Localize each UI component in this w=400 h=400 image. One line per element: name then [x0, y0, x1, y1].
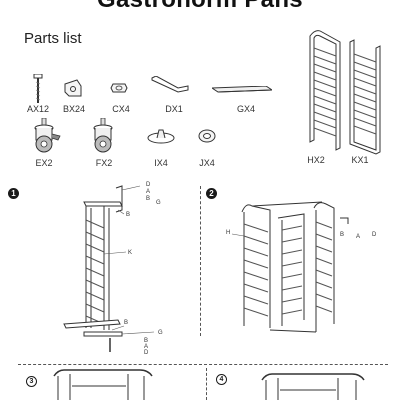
side-frame-icon — [348, 38, 384, 156]
bolt-icon — [32, 74, 44, 104]
section-divider — [18, 364, 388, 365]
callout-label: B — [124, 320, 129, 326]
callout-label: D — [146, 182, 151, 188]
step-1-illustration — [60, 180, 170, 356]
callout-label: A — [356, 234, 361, 240]
part-label: DX1 — [165, 104, 183, 114]
part-label: BX24 — [62, 104, 86, 114]
part-label: AX12 — [26, 104, 50, 114]
part-label: HX2 — [307, 155, 325, 165]
part-label: KX1 — [351, 155, 369, 165]
braked-caster-icon — [30, 118, 62, 154]
step-2-illustration — [222, 196, 352, 346]
callout-label: B — [126, 212, 131, 218]
side-frame-icon — [306, 28, 344, 152]
bracket-icon — [63, 78, 83, 98]
nut-icon — [110, 82, 128, 94]
page-title: Gastronorm Pans — [0, 0, 400, 14]
allen-key-icon — [150, 76, 190, 94]
callout-label: D — [372, 232, 377, 238]
part-label: FX2 — [95, 158, 113, 168]
callout-label: A — [146, 189, 151, 195]
callout-label: H — [226, 230, 231, 236]
caster-icon — [90, 118, 118, 154]
section-divider — [200, 186, 201, 336]
callout-label: A — [144, 344, 149, 350]
part-label: CX4 — [112, 104, 130, 114]
crossbar-icon — [212, 86, 272, 96]
part-label: IX4 — [154, 158, 168, 168]
step-number: 2 — [206, 188, 217, 199]
section-divider — [206, 368, 207, 400]
part-label: JX4 — [199, 158, 215, 168]
callout-label: D — [144, 350, 149, 356]
part-label: EX2 — [35, 158, 53, 168]
callout-label: K — [128, 250, 133, 256]
washer-icon — [198, 128, 216, 144]
part-label: GX4 — [236, 104, 256, 114]
step-3-illustration — [48, 368, 158, 400]
step-number: 1 — [8, 188, 19, 199]
step-number: 4 — [216, 374, 227, 385]
step-4-illustration — [256, 370, 376, 400]
callout-label: B — [146, 196, 151, 202]
callout-label: B — [144, 338, 149, 344]
callout-label: G — [158, 330, 163, 336]
callout-label: B — [340, 232, 345, 238]
parts-list-heading: Parts list — [24, 30, 82, 47]
step-number: 3 — [26, 376, 37, 387]
callout-label: G — [156, 200, 161, 206]
foot-plate-icon — [146, 128, 176, 144]
